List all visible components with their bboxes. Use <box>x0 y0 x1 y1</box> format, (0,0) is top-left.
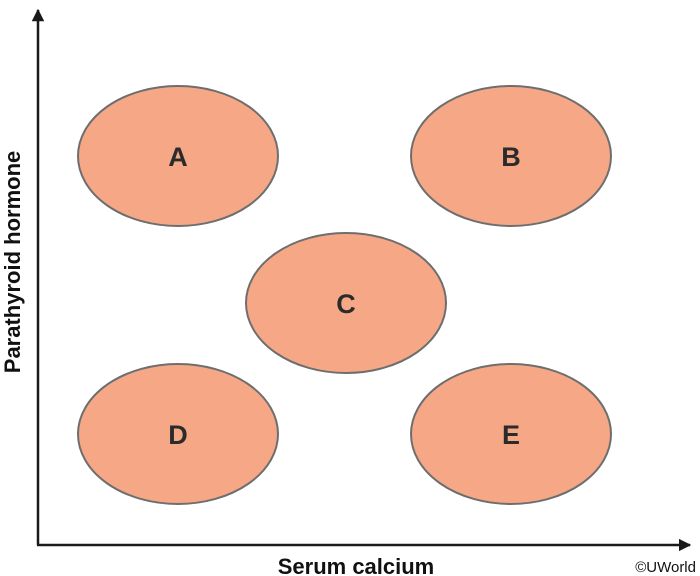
y-axis-label: Parathyroid hormone <box>0 151 25 373</box>
region-c-ellipse <box>245 232 447 374</box>
region-d: D <box>77 363 279 505</box>
x-axis-label: Serum calcium <box>278 554 435 576</box>
region-a: A <box>77 85 279 227</box>
region-c-label: C <box>336 289 356 319</box>
region-e-ellipse <box>410 363 612 505</box>
region-e: E <box>410 363 612 505</box>
region-e-label: E <box>502 420 520 450</box>
region-c: C <box>245 232 447 374</box>
copyright-credit: ©UWorld <box>635 559 696 576</box>
region-a-ellipse <box>77 85 279 227</box>
region-a-label: A <box>168 142 188 172</box>
region-b-ellipse <box>410 85 612 227</box>
region-b-label: B <box>501 142 521 172</box>
region-b: B <box>410 85 612 227</box>
region-d-ellipse <box>77 363 279 505</box>
region-d-label: D <box>168 420 188 450</box>
